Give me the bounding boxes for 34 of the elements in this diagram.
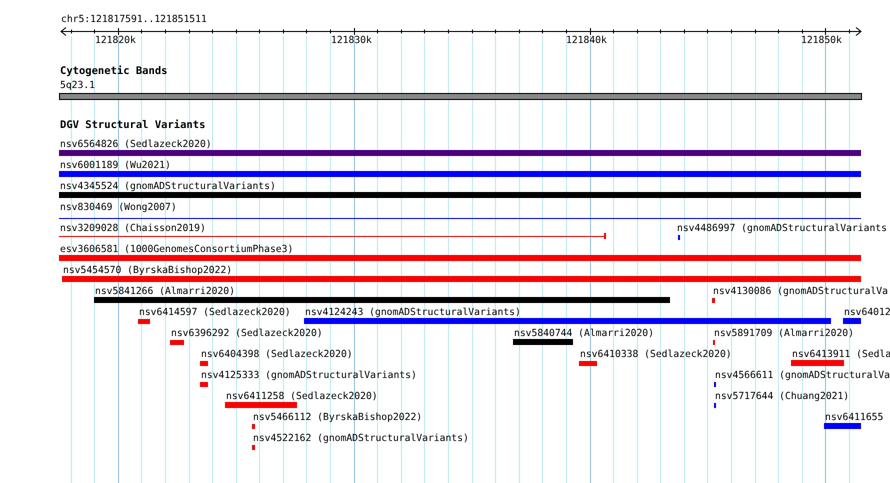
variant-label: nsv5454570 (ByrskaBishop2022) bbox=[63, 266, 232, 275]
variant-label: nsv6396292 (Sedlazeck2020) bbox=[171, 329, 323, 338]
variant-label: nsv5841266 (Almarri2020) bbox=[95, 287, 235, 296]
variant-label: nsv5891709 (Almarri2020) bbox=[714, 329, 854, 338]
coordinate-range: chr5:121817591..121851511 bbox=[61, 15, 207, 24]
variant-label: nsv4486997 (gnomADStructuralVariants bbox=[677, 224, 887, 233]
track-heading: DGV Structural Variants bbox=[60, 121, 206, 130]
variant-label: nsv6410338 (Sedlazeck2020) bbox=[580, 350, 732, 359]
variant-label: nsv5840744 (Almarri2020) bbox=[514, 329, 654, 338]
variant-label: nsv6411258 (Sedlazeck2020) bbox=[226, 392, 378, 401]
variant-label: nsv4125333 (gnomADStructuralVariants) bbox=[201, 371, 417, 380]
variant-label: nsv830469 (Wong2007) bbox=[60, 203, 177, 212]
variant-label: nsv6414597 (Sedlazeck2020) bbox=[139, 308, 291, 317]
variant-label: nsv4522162 (gnomADStructuralVariants) bbox=[253, 434, 469, 443]
variant-label: nsv6411655 bbox=[825, 413, 884, 422]
variant-label: nsv5717644 (Chuang2021) bbox=[715, 392, 850, 401]
variant-label: nsv64012 bbox=[844, 308, 890, 317]
variant-label: nsv6413911 (Sedla bbox=[792, 350, 890, 359]
variant-label: nsv3209028 (Chaisson2019) bbox=[60, 224, 206, 233]
variant-label: esv3606581 (1000GenomesConsortiumPhase3) bbox=[60, 245, 294, 254]
variant-label: nsv5466112 (ByrskaBishop2022) bbox=[253, 413, 422, 422]
variant-label: nsv4345524 (gnomADStructuralVariants) bbox=[60, 182, 276, 191]
variant-label: nsv6404398 (Sedlazeck2020) bbox=[201, 350, 353, 359]
tick-label: 121850k bbox=[801, 36, 842, 45]
variant-label: nsv4566611 (gnomADStructuralVa bbox=[715, 371, 890, 380]
track-heading: Cytogenetic Bands bbox=[60, 67, 168, 76]
band-label: 5q23.1 bbox=[60, 81, 95, 90]
variant-label: nsv4124243 (gnomADStructuralVariants) bbox=[305, 308, 521, 317]
tick-label: 121840k bbox=[566, 36, 607, 45]
tick-label: 121820k bbox=[95, 36, 136, 45]
variant-label: nsv6564826 (Sedlazeck2020) bbox=[60, 140, 212, 149]
tick-label: 121830k bbox=[331, 36, 372, 45]
variant-label: nsv6001189 (Wu2021) bbox=[60, 161, 171, 170]
variant-label: nsv4130086 (gnomADStructuralVa bbox=[713, 287, 888, 296]
